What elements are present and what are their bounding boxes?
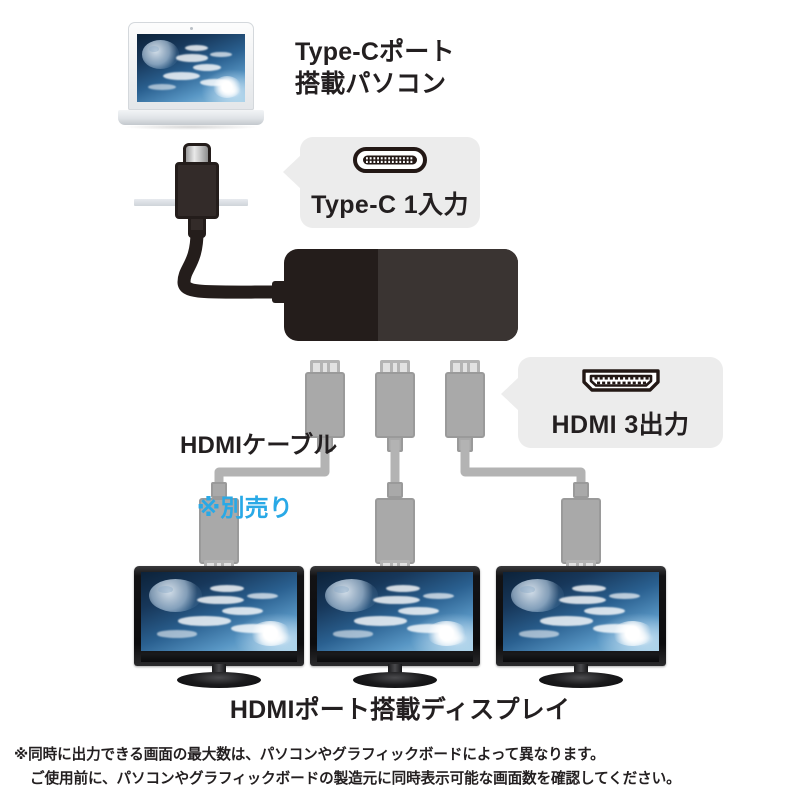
laptop-label: Type-Cポート 搭載パソコン <box>295 38 455 98</box>
monitor-stand-base <box>539 672 623 688</box>
callout-hdmi: HDMI 3出力 <box>501 357 723 448</box>
usb-c-housing <box>175 162 219 219</box>
monitor-2 <box>310 566 480 688</box>
adapter-top-face <box>378 249 518 341</box>
monitor-screen <box>317 572 473 651</box>
usb-type-c-port-icon <box>353 147 427 173</box>
sky-wallpaper <box>503 572 659 651</box>
hdmi-strain-relief <box>573 482 589 498</box>
monitor-1 <box>134 566 304 688</box>
hdmi-plug-lower-2 <box>375 482 415 577</box>
sky-wallpaper <box>137 34 245 102</box>
hdmi-port-icon <box>581 369 660 392</box>
callout-typec-tail <box>283 155 301 189</box>
laptop-illustration <box>118 22 264 210</box>
adapter-body <box>284 249 518 341</box>
hdmi-strain-relief <box>211 482 227 498</box>
hdmi-cable-label-main: HDMIケーブル <box>180 431 338 459</box>
hdmi-cable-label: HDMIケーブル ※別売り <box>150 400 340 586</box>
hdmi-connector-shell <box>561 498 601 564</box>
monitor-chin <box>317 654 473 662</box>
hdmi-connector-shell <box>375 372 415 438</box>
callout-typec-label: Type-C 1入力 <box>311 191 469 219</box>
monitor-3 <box>496 566 666 688</box>
monitor-chin <box>141 654 297 662</box>
monitors-label: HDMIポート搭載ディスプレイ <box>229 696 571 724</box>
hdmi-plug-upper-2 <box>375 360 415 452</box>
sky-wallpaper <box>317 572 473 651</box>
usb-c-cord <box>177 230 285 299</box>
monitor-bezel <box>496 566 666 666</box>
laptop-lid <box>128 22 254 110</box>
monitor-stand-base <box>177 672 261 688</box>
footnote-line-2: ご使用前に、パソコンやグラフィックボードの製造元に同時表示可能な画面数を確認して… <box>30 770 681 787</box>
hdmi-plug-upper-3 <box>445 360 485 452</box>
monitor-bezel <box>310 566 480 666</box>
hdmi-connector-shell <box>375 498 415 564</box>
laptop-webcam-icon <box>189 27 193 30</box>
hdmi-plug-lower-3 <box>561 482 601 577</box>
monitor-screen <box>503 572 659 651</box>
footnote: ※同時に出力できる画面の最大数は、パソコンやグラフィックボードによって異なります… <box>14 744 800 791</box>
monitor-bezel <box>134 566 304 666</box>
callout-typec: Type-C 1入力 <box>283 137 480 228</box>
callout-hdmi-tail <box>501 377 519 411</box>
laptop-base <box>118 110 264 210</box>
monitor-screen <box>141 572 297 651</box>
hdmi-connector-shell <box>445 372 485 438</box>
hdmi-cable-3 <box>460 440 586 505</box>
laptop-screen <box>137 34 245 102</box>
callout-hdmi-label: HDMI 3出力 <box>551 411 690 439</box>
monitor-stand-base <box>353 672 437 688</box>
sky-wallpaper <box>141 572 297 651</box>
monitor-chin <box>503 654 659 662</box>
usb-c-plug <box>175 143 219 238</box>
hdmi-cable-label-sub: ※別売り <box>196 495 294 523</box>
footnote-line-1: ※同時に出力できる画面の最大数は、パソコンやグラフィックボードによって異なります… <box>14 747 605 763</box>
hdmi-strain-relief <box>387 482 403 498</box>
laptop-shadow <box>124 124 258 130</box>
